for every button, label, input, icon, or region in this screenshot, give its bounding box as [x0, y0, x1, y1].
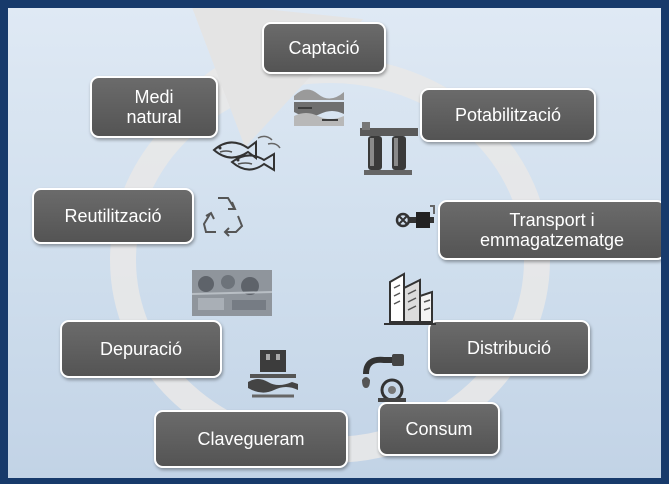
stage-label-line2: emmagatzematge — [479, 230, 625, 250]
stage-potabilitzacio: Potabilització — [420, 88, 596, 142]
stage-label: Potabilització — [454, 105, 562, 125]
fish-icon — [212, 135, 281, 172]
recycle-icon — [202, 197, 244, 237]
stage-consum: Consum — [378, 402, 500, 456]
stage-label-line1: Transport i — [509, 210, 595, 230]
stage-label: Depuració — [99, 339, 183, 359]
stage-captacio: Captació — [262, 22, 386, 74]
stage-depuracio: Depuració — [60, 320, 222, 378]
faucet-icon — [362, 354, 406, 402]
stage-label: Clavegueram — [197, 429, 305, 449]
stage-label-line2: natural — [126, 107, 182, 127]
stage-label: Reutilització — [64, 206, 162, 226]
valve-pipe-icon — [395, 205, 435, 228]
stage-distribucio: Distribució — [428, 320, 590, 376]
reservoir-icon — [294, 89, 344, 126]
buildings-icon — [384, 272, 436, 325]
stage-reutilitzacio: Reutilització — [32, 188, 194, 244]
stage-label: Consum — [405, 419, 473, 439]
sewer-icon — [248, 350, 298, 398]
stage-label: Distribució — [466, 338, 552, 358]
stage-clavegueram: Clavegueram — [154, 410, 348, 468]
filter-tanks-icon — [360, 122, 418, 175]
stage-label-line1: Medi — [134, 87, 174, 107]
stage-label: Captació — [288, 38, 360, 58]
treatment-plant-icon — [192, 270, 272, 316]
stage-medi-natural: Medi natural — [90, 76, 218, 138]
stage-transport: Transport i emmagatzematge — [438, 200, 661, 260]
